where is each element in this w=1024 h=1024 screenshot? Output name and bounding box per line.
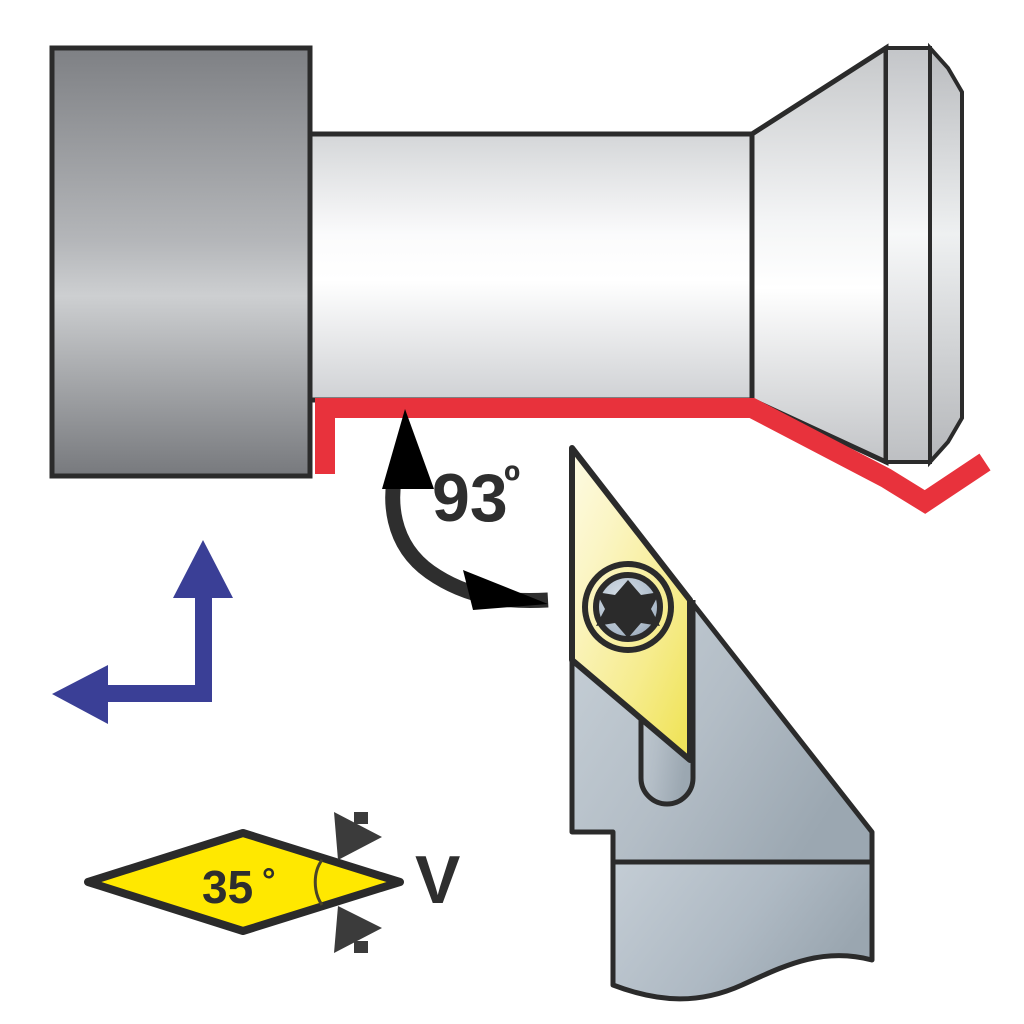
feed-direction-axes bbox=[52, 540, 233, 724]
axis-arrowhead-up bbox=[173, 540, 233, 598]
workpiece-flange-cap bbox=[928, 42, 964, 468]
workpiece-end-flange bbox=[884, 46, 932, 464]
curved-double-arrow bbox=[382, 409, 549, 610]
entering-angle-degree-symbol: º bbox=[504, 457, 520, 506]
legend-arrowhead-lower bbox=[334, 906, 382, 953]
axis-arrowhead-left bbox=[52, 665, 108, 724]
tool-holder-assembly bbox=[569, 445, 875, 1002]
legend-arrowhead-upper bbox=[334, 812, 382, 860]
workpiece-taper-cone bbox=[749, 43, 889, 466]
torx-recess-icon bbox=[596, 580, 660, 638]
insert-shape-legend: 35 ° V bbox=[84, 812, 460, 953]
workpiece-cylinder bbox=[307, 131, 755, 403]
insert-shape-code-label: V bbox=[415, 842, 460, 918]
insert-angle-degree-symbol: ° bbox=[262, 862, 276, 900]
entering-angle-value: 93 bbox=[432, 460, 508, 536]
axis-vertical-stem bbox=[195, 594, 212, 698]
red-toolpath-line bbox=[315, 398, 991, 514]
chuck-jaw-block bbox=[49, 45, 313, 479]
tool-holder-shank bbox=[610, 859, 875, 1002]
insert-angle-value: 35 bbox=[202, 861, 253, 913]
axis-horizontal-stem bbox=[102, 685, 212, 702]
workpiece-assembly bbox=[49, 42, 964, 479]
torx-clamp-screw bbox=[582, 561, 674, 653]
arrowhead-down-right bbox=[463, 570, 548, 610]
screw-outer-ring bbox=[582, 561, 674, 653]
arrowhead-up bbox=[382, 409, 434, 489]
legend-angle-arc bbox=[313, 859, 324, 906]
insert-shape-legend-diamond bbox=[84, 829, 404, 935]
